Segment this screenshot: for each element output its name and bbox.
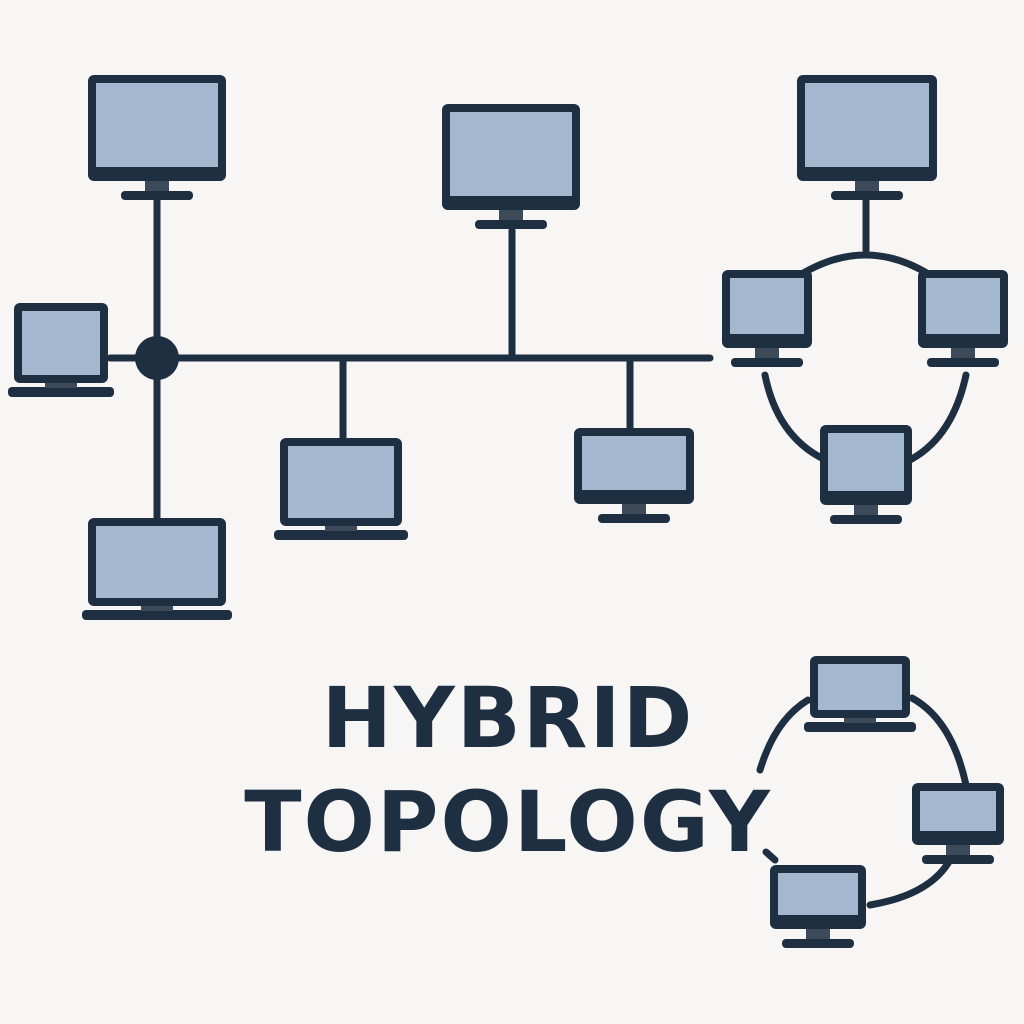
desktop-computer-icon — [912, 783, 1004, 864]
title-line-1: HYBRID — [321, 669, 695, 767]
lower-ring-arc — [756, 694, 970, 909]
desktop-computer-icon — [442, 104, 580, 229]
laptop-icon — [804, 656, 916, 732]
lower-ring-tick — [762, 848, 779, 864]
laptop-icon — [274, 438, 408, 540]
desktop-computer-icon — [797, 75, 937, 200]
laptop-icon — [8, 303, 114, 397]
desktop-computer-icon — [574, 428, 694, 523]
ring-arc-upper — [796, 251, 934, 279]
desktop-computer-icon — [820, 425, 912, 524]
network-links — [106, 196, 970, 909]
desktop-computer-icon — [770, 865, 866, 948]
hub-node — [135, 336, 179, 380]
desktop-computer-icon — [722, 270, 812, 367]
laptop-icon — [82, 518, 232, 620]
desktop-computer-icon — [88, 75, 226, 200]
title-line-2: TOPOLOGY — [244, 773, 772, 871]
desktop-computer-icon — [918, 270, 1008, 367]
ring-arc-lower — [761, 371, 970, 466]
